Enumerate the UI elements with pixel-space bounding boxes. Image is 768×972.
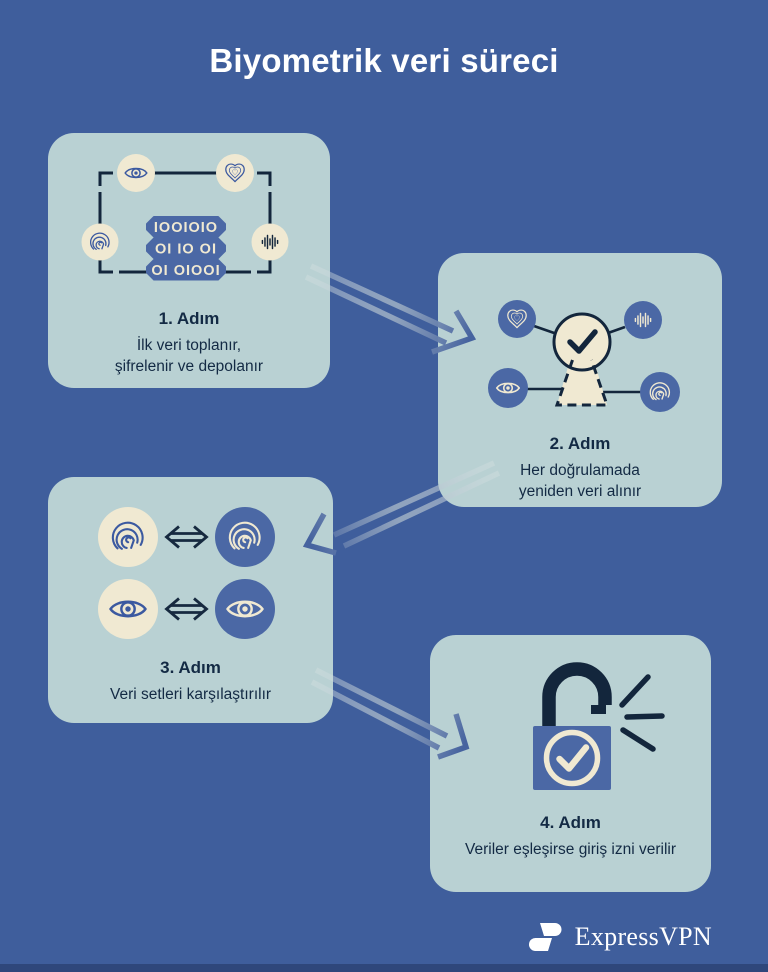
step-1-description: İlk veri toplanır, şifrelenir ve depolan… [48, 335, 330, 377]
voice-wave-icon [251, 223, 289, 261]
binary-pill-text-1: IOOIOIO [154, 220, 218, 236]
click-burst-icon [619, 674, 665, 752]
compare-arrows-icon [164, 525, 209, 549]
verification-illustration [488, 300, 680, 412]
open-padlock-check-icon [533, 662, 612, 790]
expressvpn-logo-text: ExpressVPN [574, 922, 712, 951]
step-3-desc-line-1: Veri setleri karşılaştırılır [109, 686, 272, 703]
step-3-label: 3. Adım [160, 658, 221, 677]
access-granted-illustration [533, 662, 665, 790]
step-3-text: 3. Adım Veri setleri karşılaştırılır [48, 658, 333, 705]
binary-pill-text-3: OI OIOOI [151, 263, 220, 279]
step-2-label: 2. Adım [549, 434, 611, 453]
step-2-desc-line-1: Her doğrulamada [520, 462, 640, 479]
step-3-card: 3. Adım Veri setleri karşılaştırılır [48, 477, 333, 723]
step-4-description: Veriler eşleşirse giriş izni verilir [430, 839, 711, 860]
step-1-desc-line-2: şifrelenir ve depolanır [114, 358, 264, 375]
connector-lines [527, 324, 641, 394]
step-1-desc-line-1: İlk veri toplanır, [136, 337, 242, 354]
step-1-label: 1. Adım [158, 309, 220, 328]
step-3-description: Veri setleri karşılaştırılır [48, 684, 333, 705]
step-2-desc-line-2: yeniden veri alınır [518, 483, 642, 500]
comparison-illustration [98, 507, 275, 639]
eye-icon [488, 368, 528, 408]
binary-code-pills [146, 216, 226, 281]
heart-icon [498, 300, 536, 338]
fingerprint-icon [215, 507, 275, 567]
compare-arrows-icon [164, 597, 209, 621]
step-2-description: Her doğrulamada yeniden veri alınır [438, 460, 722, 502]
eye-icon [117, 154, 155, 192]
heart-icon [216, 154, 254, 192]
eye-icon [98, 579, 158, 639]
step-4-text: 4. Adım Veriler eşleşirse giriş izni ver… [430, 813, 711, 860]
step-4-card: 4. Adım Veriler eşleşirse giriş izni ver… [430, 635, 711, 892]
expressvpn-logo-glyph [528, 923, 562, 951]
voice-wave-icon [624, 301, 662, 339]
step-2-card: 2. Adım Her doğrulamada yeniden veri alı… [438, 253, 722, 507]
page-title: Biyometrik veri süreci [209, 42, 559, 79]
step-1-text: 1. Adım İlk veri toplanır, şifrelenir ve… [48, 309, 330, 377]
fingerprint-icon [98, 507, 158, 567]
data-collection-illustration: IOOIOIO OI IO OI OI OIOOI [81, 154, 289, 281]
binary-pill-text-2: OI IO OI [155, 242, 217, 258]
step-1-card: IOOIOIO OI IO OI OI OIOOI 1. Adım İlk ve… [48, 133, 330, 388]
step-2-text: 2. Adım Her doğrulamada yeniden veri alı… [438, 434, 722, 502]
fingerprint-icon [81, 223, 119, 261]
fingerprint-icon [640, 372, 680, 412]
step-4-label: 4. Adım [540, 813, 601, 832]
eye-icon [215, 579, 275, 639]
expressvpn-logo: ExpressVPN [525, 918, 712, 956]
step-4-desc-line-1: Veriler eşleşirse giriş izni verilir [464, 841, 677, 858]
keyhole-check-icon [552, 312, 612, 407]
footer-bar [0, 964, 768, 972]
